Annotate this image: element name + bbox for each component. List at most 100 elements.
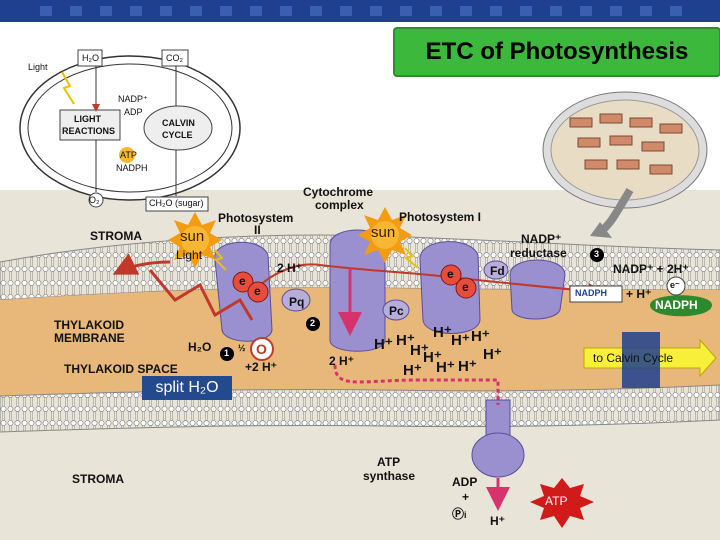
sun-left-label: sun <box>180 228 205 245</box>
split-water-label: split H₂O <box>142 376 232 400</box>
h-ion-3: H⁺ <box>410 342 429 359</box>
plus-2h-label: +2 H⁺ <box>245 360 278 374</box>
oxygen-atom <box>250 337 274 361</box>
nadph-logo-shape <box>650 295 712 317</box>
sun-left-icon <box>168 212 222 268</box>
h-ion-5: H⁺ <box>423 349 442 366</box>
nadph-box <box>569 285 623 303</box>
light-bolt-right-icon <box>403 247 419 269</box>
overview-co2-label: CO₂ <box>166 53 183 63</box>
sun-right-label: sun <box>371 224 396 241</box>
plus-h-label: + H⁺ <box>626 287 652 301</box>
thylakoid-membrane-label-2: MEMBRANE <box>54 331 125 345</box>
photosystem-ii-label-1: Photosystem <box>218 211 294 225</box>
proton-gradient-path <box>333 364 500 405</box>
photosystem-i-label: Photosystem I <box>399 210 482 224</box>
fd-protein <box>483 260 509 280</box>
pi-subscript: i <box>464 510 467 520</box>
overview-light-label: Light <box>28 62 48 72</box>
light-label: Light <box>176 248 203 262</box>
electron-label-1: e <box>239 274 246 288</box>
electron-flow-arrow <box>254 263 604 299</box>
two-h-top-label: 2 H⁺ <box>277 261 303 275</box>
cytochrome-label-2: complex <box>315 198 364 212</box>
water-split-zigzag <box>148 269 254 321</box>
electron-2 <box>247 281 269 303</box>
h-bottom-label: H⁺ <box>490 514 505 528</box>
overview-light-reactions-2: REACTIONS <box>62 126 116 136</box>
electron-4 <box>455 277 477 299</box>
pq-protein <box>281 288 311 312</box>
nadp-reductase-label-1: NADP⁺ <box>521 232 562 246</box>
h-ion-7: H⁺ <box>471 328 490 345</box>
step-1-label: 1 <box>224 348 230 358</box>
pc-protein <box>382 299 410 321</box>
step-2-badge <box>306 317 320 331</box>
h-ion-10: H⁺ <box>458 358 477 375</box>
pi-label: Ⓟi <box>452 505 467 522</box>
overview-diagram <box>19 49 241 212</box>
photosystem-ii-label-2: II <box>254 223 261 237</box>
h-ion-6: H⁺ <box>451 332 470 349</box>
overview-light-reactions-1: LIGHT <box>74 114 101 124</box>
overview-calvin-1: CALVIN <box>162 118 195 128</box>
page-title: ETC of Photosynthesis <box>393 27 720 77</box>
overview-calvin-2: CYCLE <box>162 130 193 140</box>
overview-h2o-label: H₂O <box>82 53 99 63</box>
stroma-bottom-label: STROMA <box>72 472 124 486</box>
atp-label: ATP <box>545 494 568 508</box>
h-ion-4: H⁺ <box>433 324 452 341</box>
electron-label-4: e <box>462 280 469 294</box>
overview-atp-label: ATP <box>120 150 137 160</box>
calvin-cycle-label: to Calvin Cycle <box>593 351 674 365</box>
nadph-box-label: NADPH <box>575 288 608 298</box>
pc-label: Pc <box>389 304 404 318</box>
overview-o2-label: O₂ <box>89 195 100 205</box>
photosystem-i-protein <box>419 241 481 334</box>
cytochrome-label-1: Cytochrome <box>303 185 374 199</box>
oxygen-release-arrow <box>112 253 171 275</box>
atp-synthase-label-1: ATP <box>377 455 401 469</box>
step-3-badge <box>590 248 604 262</box>
pq-label: Pq <box>289 295 305 309</box>
top-bar <box>0 0 720 22</box>
h-ion-2: H⁺ <box>396 332 415 349</box>
electron-label-2: e <box>254 284 261 298</box>
overview-sugar-label: CH₂O (sugar) <box>149 198 204 208</box>
calvin-arrow-shadow <box>622 332 660 388</box>
h2o-label: H₂O <box>188 340 212 354</box>
stroma-top-label: STROMA <box>90 229 142 243</box>
h-ion-8: H⁺ <box>403 362 422 379</box>
sun-right-icon <box>358 207 412 263</box>
nadp-equation-label: NADP⁺ + 2H⁺ <box>613 262 689 276</box>
step-3-label: 3 <box>594 249 600 259</box>
oxygen-label: O <box>256 341 267 357</box>
h-ion-9: H⁺ <box>436 359 455 376</box>
half-label: ½ <box>238 343 246 353</box>
electron-1 <box>232 271 254 293</box>
h-ion-1: H⁺ <box>374 336 393 353</box>
atp-synthase-label-2: synthase <box>363 469 416 483</box>
two-h-lumen-label: 2 H⁺ <box>329 354 355 368</box>
light-bolt-left-icon <box>214 249 227 271</box>
h-ion-11: H⁺ <box>483 346 502 363</box>
chloroplast-image <box>542 91 708 238</box>
electron-3 <box>440 264 462 286</box>
step-2-label: 2 <box>310 318 316 328</box>
overview-nadph-label: NADPH <box>116 163 148 173</box>
atp-synthase-head <box>471 432 525 478</box>
thylakoid-membrane-label-1: THYLAKOID <box>54 318 124 332</box>
pi-symbol: Ⓟ <box>452 507 465 521</box>
nadp-reductase-protein <box>509 259 566 320</box>
fd-label: Fd <box>490 264 505 278</box>
e-minus-label: e⁻ <box>670 280 680 290</box>
step-1-badge <box>220 347 234 361</box>
overview-nadp-label: NADP⁺ <box>118 94 148 104</box>
plus-label: + <box>462 490 470 504</box>
thylakoid-space-label: THYLAKOID SPACE <box>64 362 178 376</box>
atp-star-icon <box>530 478 594 528</box>
adp-label: ADP <box>452 475 478 489</box>
nadph-logo-label: NADPH <box>655 298 698 312</box>
